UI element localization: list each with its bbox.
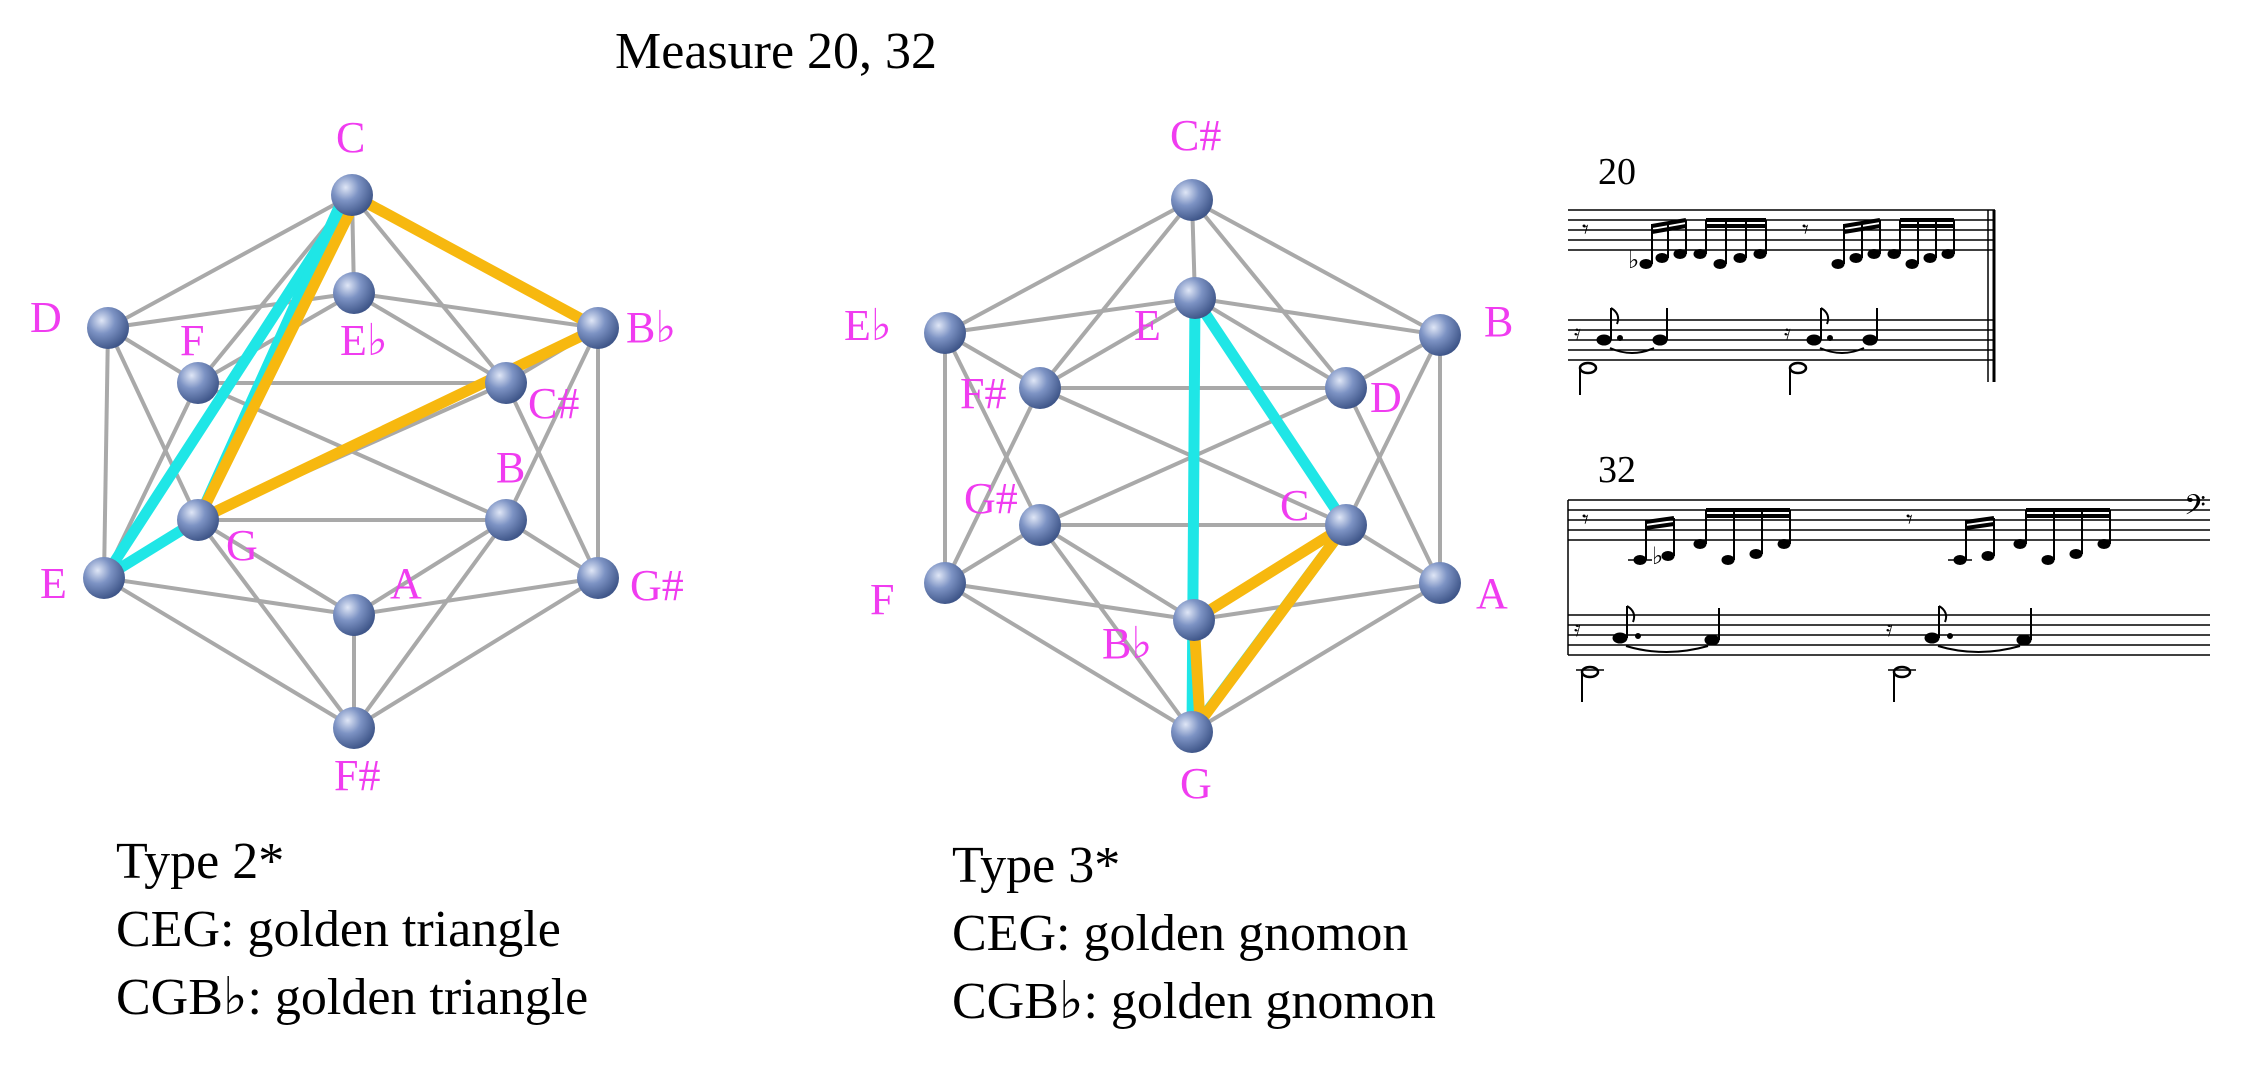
vertex-e [83, 557, 125, 599]
chord-gold [192, 189, 604, 526]
vertex-f-sharp [333, 707, 375, 749]
label-a: A [1476, 569, 1508, 618]
vertex-g [1171, 711, 1213, 753]
label-e: E [1134, 301, 1161, 350]
label-d: D [1370, 373, 1402, 422]
vertex-c-sharp [1171, 179, 1213, 221]
caption-type3-heading: Type 3* [952, 837, 1121, 894]
page-title: Measure 20, 32 [615, 23, 938, 80]
svg-text:𝄿: 𝄿 [1574, 616, 1581, 641]
vertex-c [1325, 504, 1367, 546]
vertex-b [485, 499, 527, 541]
score-measure-32: 𝄾 𝄾 𝄢 ♭ 𝄿 𝄿 [1567, 489, 2210, 702]
icosahedron-type2: C D F E♭ B♭ C# B E G A G# F# [30, 113, 684, 800]
label-b: B [1484, 297, 1513, 346]
vertex-c-sharp [485, 362, 527, 404]
vertex-c [331, 174, 373, 216]
svg-text:𝄾: 𝄾 [1802, 215, 1809, 245]
vertices [924, 179, 1461, 753]
vertex-e-flat [924, 312, 966, 354]
label-b-flat: B♭ [626, 303, 676, 352]
vertex-g-sharp [577, 557, 619, 599]
vertex-b-flat [1173, 599, 1215, 641]
caption-type2-cgbb: CGB♭: golden triangle [116, 969, 589, 1026]
svg-text:𝄿: 𝄿 [1886, 616, 1893, 641]
label-e-flat: E♭ [844, 301, 892, 350]
svg-text:𝄿: 𝄿 [1784, 320, 1791, 345]
measure-number-20: 20 [1598, 151, 1636, 193]
vertex-b [1419, 314, 1461, 356]
vertex-d [87, 307, 129, 349]
vertex-f [924, 562, 966, 604]
label-e: E [40, 559, 67, 608]
label-g-sharp: G# [964, 474, 1018, 523]
score-measure-20: 𝄾 𝄾 ♭ 𝄿 𝄿 [1568, 209, 1996, 395]
icosahedron-type3: C# E♭ B E F# D G# C F A B♭ G [844, 111, 1513, 808]
vertex-d [1325, 367, 1367, 409]
vertices [83, 174, 619, 749]
svg-text:𝄾: 𝄾 [1906, 505, 1913, 535]
vertex-g-sharp [1019, 504, 1061, 546]
svg-text:𝄾: 𝄾 [1582, 505, 1589, 535]
vertex-b-flat [577, 307, 619, 349]
label-f-sharp: F# [334, 751, 380, 800]
svg-text:𝄾: 𝄾 [1582, 215, 1589, 245]
label-g: G [1180, 759, 1212, 808]
vertex-labels: C D F E♭ B♭ C# B E G A G# F# [30, 113, 684, 800]
vertex-a [333, 594, 375, 636]
label-d: D [30, 293, 62, 342]
caption-type2-heading: Type 2* [116, 833, 285, 890]
svg-text:♭: ♭ [1628, 248, 1639, 274]
label-f: F [180, 316, 204, 365]
label-f: F [870, 575, 894, 624]
vertex-labels: C# E♭ B E F# D G# C F A B♭ G [844, 111, 1513, 808]
label-c-sharp: C# [1170, 111, 1221, 160]
label-b-flat: B♭ [1102, 619, 1152, 668]
label-g-sharp: G# [630, 561, 684, 610]
label-b: B [496, 443, 525, 492]
svg-text:𝄢: 𝄢 [2184, 489, 2206, 529]
label-g: G [226, 521, 258, 570]
label-c-sharp: C# [528, 379, 579, 428]
label-a: A [390, 559, 422, 608]
vertex-a [1419, 562, 1461, 604]
caption-type3-cgbb: CGB♭: golden gnomon [952, 973, 1436, 1030]
caption-type2: Type 2* CEG: golden triangle CGB♭: golde… [116, 828, 588, 1032]
vertex-f-sharp [1019, 367, 1061, 409]
caption-type3: Type 3* CEG: golden gnomon CGB♭: golden … [952, 832, 1436, 1036]
vertex-e [1174, 277, 1216, 319]
caption-type3-ceg: CEG: golden gnomon [952, 905, 1409, 962]
chord-gold [1188, 519, 1352, 728]
label-c: C [336, 113, 365, 162]
vertex-e-flat [333, 272, 375, 314]
label-f-sharp: F# [960, 369, 1006, 418]
svg-text:♭: ♭ [1652, 544, 1663, 570]
caption-type2-ceg: CEG: golden triangle [116, 901, 561, 958]
label-e-flat: E♭ [340, 316, 388, 365]
vertex-f [177, 362, 219, 404]
label-c: C [1280, 481, 1309, 530]
svg-text:𝄿: 𝄿 [1574, 320, 1581, 345]
measure-number-32: 32 [1598, 449, 1636, 491]
vertex-g [177, 499, 219, 541]
